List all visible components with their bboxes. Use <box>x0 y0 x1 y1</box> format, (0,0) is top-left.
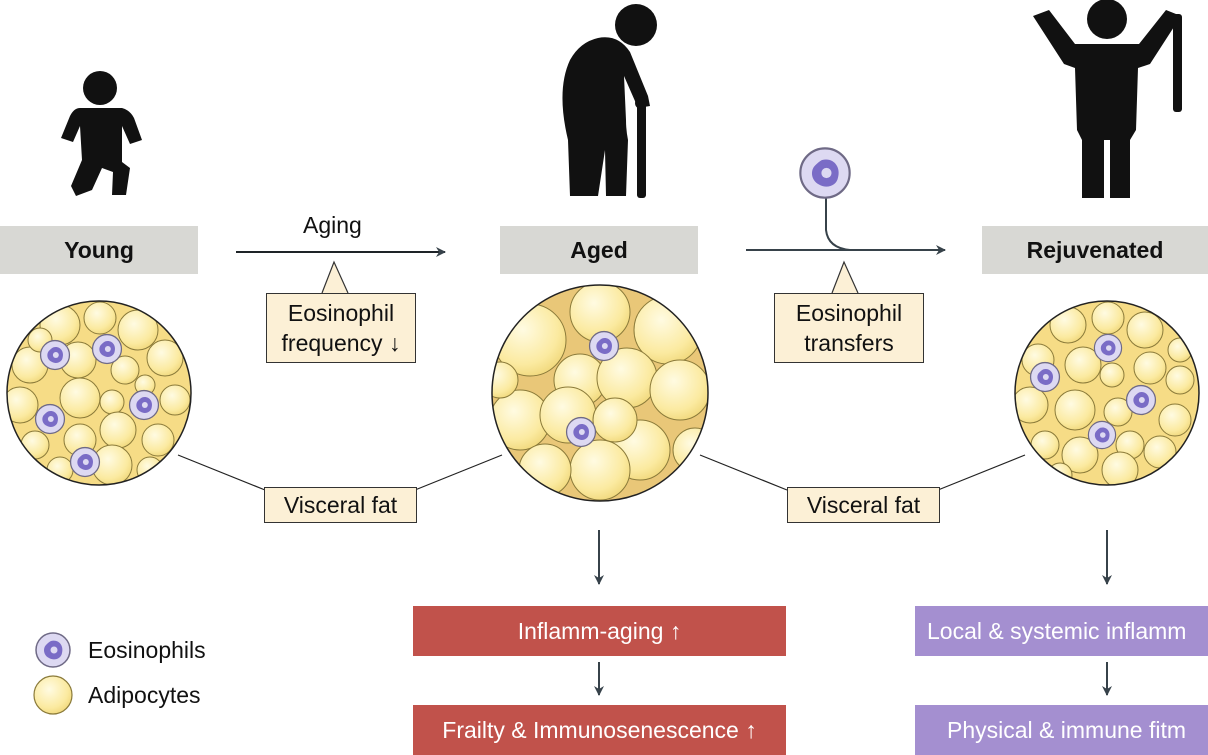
aged-person-icon <box>562 4 657 198</box>
fat-connectors <box>177 454 1026 491</box>
transfer-eosinophil-icon <box>799 147 851 199</box>
legend-eosinophil-icon <box>35 632 71 668</box>
stage-rejuvenated: Rejuvenated <box>982 226 1208 274</box>
eosinophil-frequency-callout: Eosinophil frequency ↓ <box>266 293 416 363</box>
stage-aged: Aged <box>500 226 698 274</box>
callout-frequency-line1: Eosinophil <box>287 300 395 326</box>
visceral-fat-label-left: Visceral fat <box>264 487 417 523</box>
frequency-down-arrow: ↓ <box>388 330 401 356</box>
down-arrows <box>594 530 1112 696</box>
aged-fat-tissue <box>491 284 709 502</box>
callout-transfers-line2: transfers <box>804 330 894 356</box>
legend-adipocyte-icon <box>33 675 73 715</box>
inflamm-aging-text: Inflamm-aging <box>517 617 664 644</box>
legend-adipocytes-label: Adipocytes <box>88 682 201 708</box>
legend-eosinophils-label: Eosinophils <box>88 637 206 663</box>
inflamm-aging-box: Inflamm-aging ↑ <box>413 606 786 656</box>
frailty-text: Frailty & Immunosenescence <box>442 716 739 743</box>
physical-immune-fitness-box: Physical & immune fitm <box>915 705 1208 755</box>
young-person-icon <box>61 71 142 196</box>
young-fat-tissue <box>6 300 192 486</box>
inflamm-aging-up-arrow: ↑ <box>669 617 682 644</box>
frailty-up-arrow: ↑ <box>745 716 757 743</box>
callout-frequency-line2: frequency ↓ <box>281 330 401 356</box>
visceral-fat-label-right: Visceral fat <box>787 487 940 523</box>
aging-label: Aging <box>303 212 362 238</box>
frailty-box: Frailty & Immunosenescence ↑ <box>413 705 786 755</box>
eosinophil-transfers-callout: Eosinophil transfers <box>774 293 924 363</box>
stage-young: Young <box>0 226 198 274</box>
rejuvenated-person-icon <box>1033 0 1182 198</box>
callout-transfers-line1: Eosinophil <box>795 300 903 326</box>
local-systemic-inflammation-box: Local & systemic inflamm <box>915 606 1208 656</box>
transfer-curve <box>825 198 851 251</box>
rejuvenated-fat-tissue <box>1014 300 1200 486</box>
